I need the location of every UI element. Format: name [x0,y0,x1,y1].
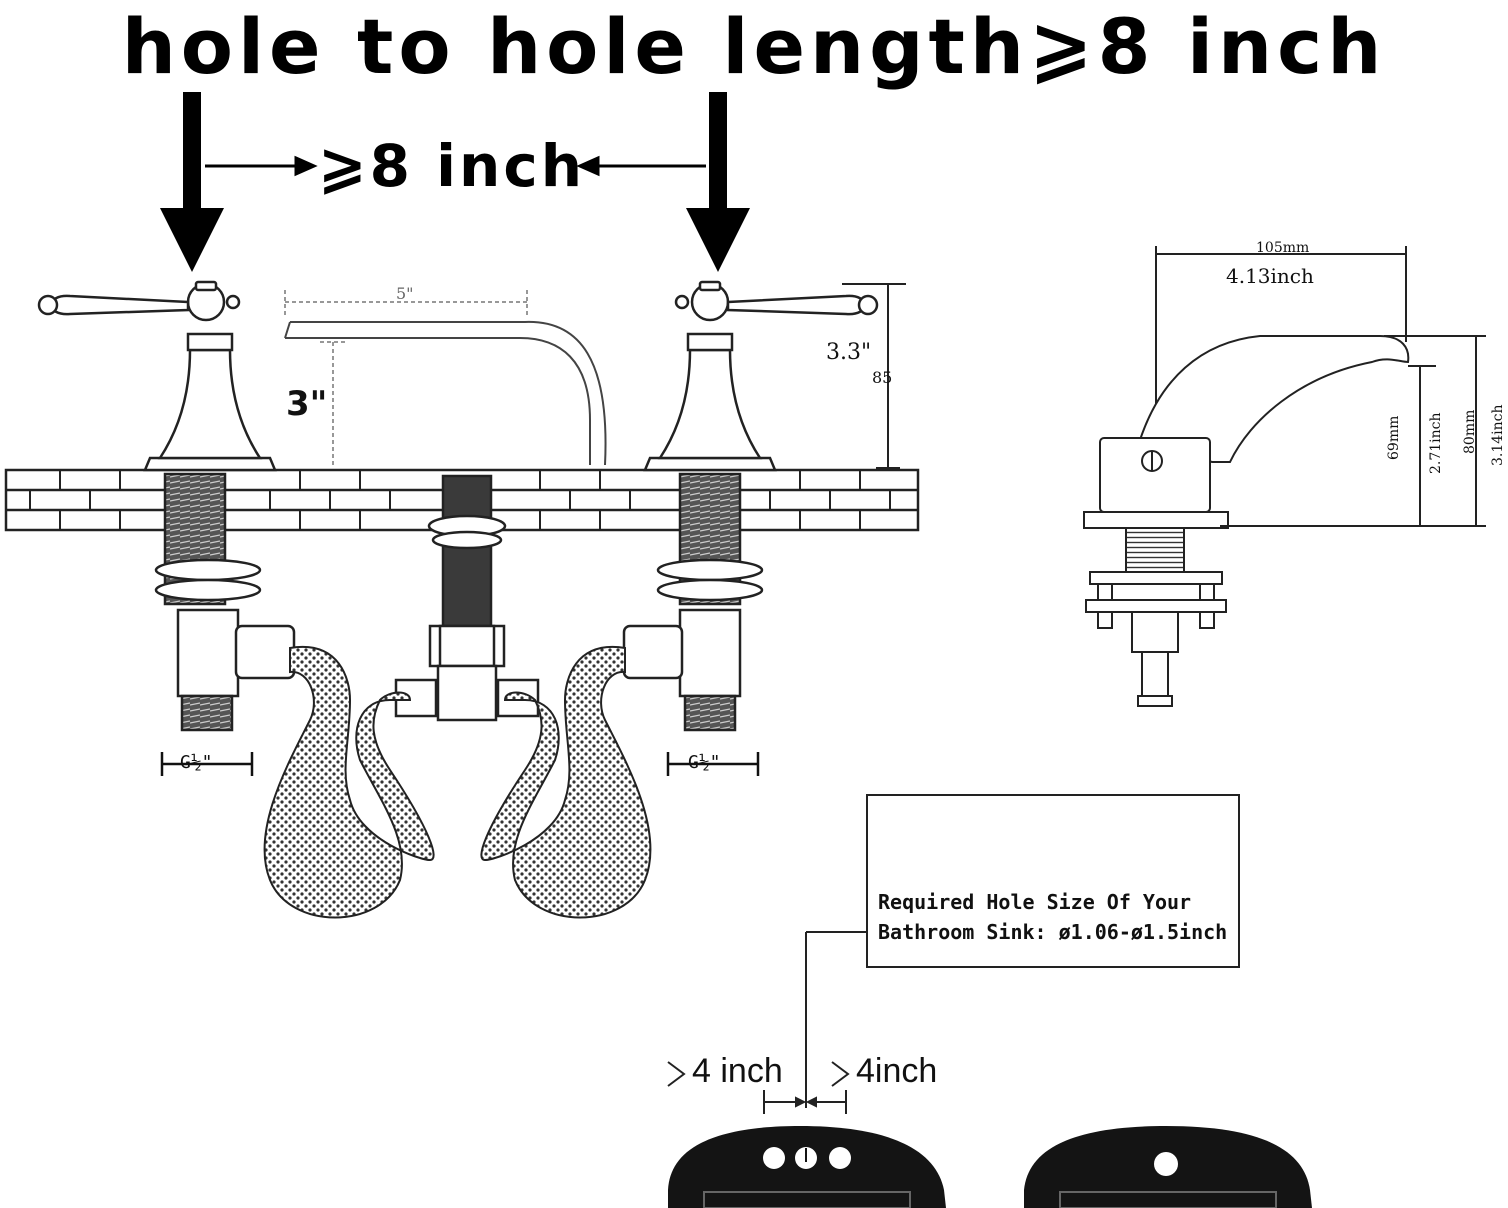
hole-size-note-box [866,794,1240,968]
left-thread-label: G½" [180,752,213,773]
single-hole-sink [1024,1126,1312,1208]
hole-note-line-2: Bathroom Sink: ø1.06-ø1.5inch [878,920,1228,944]
center-dimension-label: ⩾8 inch [318,132,585,200]
left-handle-valve [37,280,277,732]
right-handle-valve [643,280,879,732]
leader-line [805,931,866,1108]
center-riser [394,474,540,722]
three-hole-sink [668,1126,946,1208]
hole-note-line-1: Required Hole Size Of Your [878,890,1192,914]
spout-dimension-lines [284,290,528,466]
right-hole-arrow [686,92,750,272]
height-dimension [842,283,906,469]
sink-spacing-dims [667,1061,850,1114]
thread-markers [160,752,760,776]
spout-length-label: 5" [396,284,414,303]
spout-height-label: 3" [286,384,328,424]
side-spout-height-inch: 2.71inch [1428,412,1444,474]
side-total-height-mm: 80mm [1462,409,1478,454]
side-spout-height-mm: 69mm [1386,415,1402,460]
sink-spacing-left-label: 4 inch [692,1052,783,1090]
handle-height-label: 3.3" [826,340,872,365]
side-total-height-inch: 3.14inch [1490,404,1506,466]
diagram-title: hole to hole length⩾8 inch [121,2,1387,91]
side-view-faucet [1083,246,1486,707]
braided-hoses [263,645,652,919]
center-dimension-arrows [205,155,706,177]
spout-outline [284,320,607,466]
sink-spacing-right-label: 4inch [856,1052,938,1090]
side-width-inch: 4.13inch [1226,264,1314,288]
side-width-mm: 105mm [1256,240,1310,256]
right-thread-label: G½" [688,752,721,773]
left-hole-arrow [160,92,224,272]
handle-height-mm-label: 85 [872,368,893,387]
